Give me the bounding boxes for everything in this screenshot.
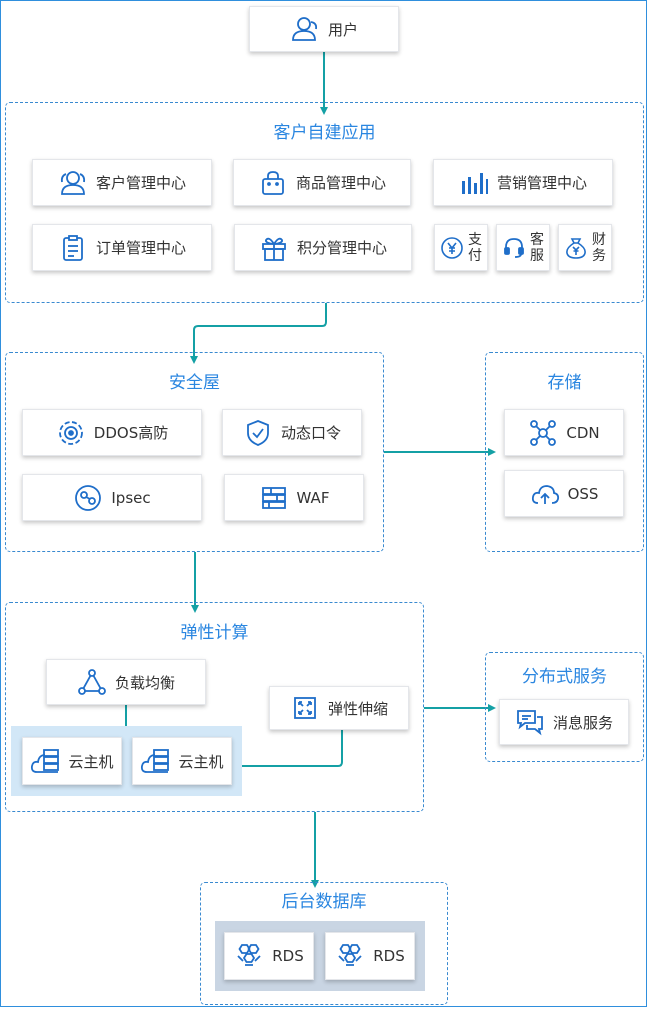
database-group-title: 后台数据库 xyxy=(281,892,367,912)
cdn-label: CDN xyxy=(566,423,600,442)
shopping-bag-icon xyxy=(258,168,288,198)
expand-arrows-icon xyxy=(290,693,320,723)
customer-service-card[interactable]: 客服 xyxy=(496,224,550,271)
payment-label-1: 支 xyxy=(468,231,482,248)
network-nodes-icon xyxy=(528,418,558,448)
user-label: 用户 xyxy=(327,20,358,39)
triangle-nodes-icon xyxy=(77,667,107,697)
ipsec-card[interactable]: Ipsec xyxy=(22,474,202,521)
oss-label: OSS xyxy=(567,484,599,503)
cloud-host-label-1: 云主机 xyxy=(68,752,114,771)
storage-group-title: 存储 xyxy=(547,373,582,393)
service-label-2: 服 xyxy=(530,247,544,264)
hexagon-cluster-icon xyxy=(335,941,365,971)
compute-group: 弹性计算 xyxy=(5,602,424,812)
finance-label-2: 务 xyxy=(592,247,606,264)
firewall-icon xyxy=(259,483,289,513)
cloud-host-label-2: 云主机 xyxy=(178,752,224,771)
hexagon-cluster-icon xyxy=(234,941,264,971)
distributed-group: 分布式服务 xyxy=(485,652,644,762)
cloud-server-icon xyxy=(30,746,60,776)
cloud-host-card-1[interactable]: 云主机 xyxy=(22,737,122,785)
bar-chart-icon xyxy=(459,168,489,198)
finance-card[interactable]: 财务 xyxy=(558,224,612,271)
shield-check-icon xyxy=(243,418,273,448)
waf-card[interactable]: WAF xyxy=(224,474,364,521)
headset-icon xyxy=(502,236,526,260)
cloud-server-icon xyxy=(140,746,170,776)
compute-group-title: 弹性计算 xyxy=(180,623,249,643)
payment-label-2: 付 xyxy=(468,247,482,264)
cloud-host-card-2[interactable]: 云主机 xyxy=(132,737,232,785)
yen-coin-icon xyxy=(440,236,464,260)
chat-bubbles-icon xyxy=(515,707,545,737)
payment-card[interactable]: 支付 xyxy=(434,224,488,271)
auto-scaling-card[interactable]: 弹性伸缩 xyxy=(269,686,409,730)
cloud-upload-icon xyxy=(530,479,560,509)
rds-card-2[interactable]: RDS xyxy=(325,932,415,980)
database-group: 后台数据库 xyxy=(200,882,448,1005)
app-group-title: 客户自建应用 xyxy=(273,123,376,143)
ddos-card[interactable]: DDOS高防 xyxy=(22,409,202,456)
message-service-card[interactable]: 消息服务 xyxy=(499,699,629,745)
gift-icon xyxy=(259,233,289,263)
user-icon xyxy=(290,14,320,44)
rds-card-1[interactable]: RDS xyxy=(224,932,314,980)
clipboard-icon xyxy=(58,233,88,263)
points-center-card[interactable]: 积分管理中心 xyxy=(234,224,412,271)
order-center-card[interactable]: 订单管理中心 xyxy=(32,224,212,271)
waf-label: WAF xyxy=(296,488,330,507)
load-balancer-label: 负载均衡 xyxy=(114,673,175,692)
load-balancer-card[interactable]: 负载均衡 xyxy=(46,659,206,705)
ddos-shield-gear-icon xyxy=(56,418,86,448)
product-center-card[interactable]: 商品管理中心 xyxy=(233,159,411,206)
rds-label-2: RDS xyxy=(373,947,405,965)
money-bag-icon xyxy=(564,236,588,260)
rds-label-1: RDS xyxy=(272,947,304,965)
dynamic-token-card[interactable]: 动态口令 xyxy=(222,409,362,456)
finance-label-1: 财 xyxy=(592,231,606,248)
message-service-label: 消息服务 xyxy=(552,713,613,732)
service-label-1: 客 xyxy=(530,231,544,248)
ddos-label: DDOS高防 xyxy=(93,424,169,442)
marketing-center-label: 营销管理中心 xyxy=(496,174,587,192)
auto-scaling-label: 弹性伸缩 xyxy=(327,699,388,718)
dynamic-token-label: 动态口令 xyxy=(280,424,341,442)
security-group: 安全屋 xyxy=(5,352,384,552)
product-center-label: 商品管理中心 xyxy=(295,174,386,192)
user-node[interactable]: 用户 xyxy=(249,6,399,52)
arrow-app-to-security xyxy=(190,303,327,364)
app-group: 客户自建应用 xyxy=(5,102,644,303)
security-group-title: 安全屋 xyxy=(169,373,220,393)
cdn-card[interactable]: CDN xyxy=(504,409,624,456)
marketing-center-card[interactable]: 营销管理中心 xyxy=(433,159,613,206)
distributed-group-title: 分布式服务 xyxy=(522,667,607,687)
arrow-hosts-to-scaling xyxy=(242,722,346,767)
customer-center-card[interactable]: 客户管理中心 xyxy=(32,159,212,206)
order-center-label: 订单管理中心 xyxy=(95,239,186,257)
oss-card[interactable]: OSS xyxy=(504,470,624,517)
ipsec-link-icon xyxy=(73,483,103,513)
ipsec-label: Ipsec xyxy=(111,488,151,507)
storage-group: 存储 xyxy=(485,352,644,552)
users-icon xyxy=(58,168,88,198)
points-center-label: 积分管理中心 xyxy=(296,239,387,257)
customer-center-label: 客户管理中心 xyxy=(95,174,186,192)
